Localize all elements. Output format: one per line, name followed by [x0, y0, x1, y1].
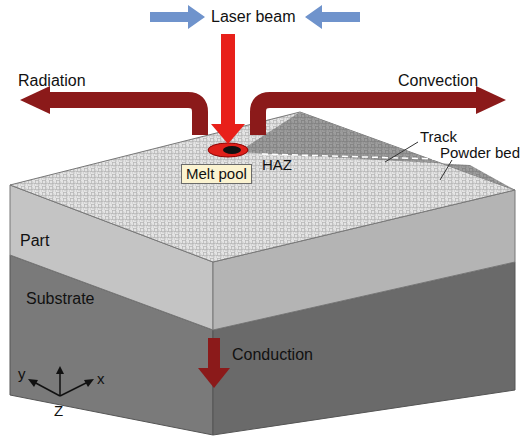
callout-label: Powder bed: [440, 144, 520, 162]
axis-label: x: [97, 370, 105, 388]
axis-x: [60, 381, 90, 396]
radiation-arrowhead: [20, 86, 50, 114]
heat-flow-label: Conduction: [232, 346, 313, 364]
leader-line: [385, 142, 418, 162]
laser-beam-shaft: [221, 34, 235, 126]
radiation-arrow: [48, 100, 200, 135]
axis-label: Z: [54, 402, 63, 420]
leader-line: [440, 160, 452, 180]
axis-head: [84, 379, 94, 387]
axis-label: y: [18, 365, 26, 383]
laser-beam-head: [211, 124, 245, 144]
axis-y: [32, 381, 60, 396]
callout-text: Melt pool: [186, 165, 247, 183]
melt-pool-core: [223, 146, 241, 154]
beam-label: Laser beam: [211, 8, 296, 26]
haz-zone: [208, 143, 248, 157]
callout-box: Melt pool: [181, 164, 252, 184]
blue-arrow: [150, 5, 205, 29]
axis-head: [56, 366, 64, 374]
convection-arrowhead: [476, 86, 506, 114]
callout-label: HAZ: [262, 156, 292, 174]
track-line: [262, 154, 470, 160]
conduction-arrow: [208, 338, 220, 370]
axis-head: [28, 379, 38, 387]
callout-label: Track: [420, 128, 457, 146]
heat-flow-label: Radiation: [18, 72, 86, 90]
layer-label: Substrate: [26, 290, 94, 308]
conduction-arrowhead: [198, 368, 230, 388]
heat-flow-label: Convection: [398, 72, 478, 90]
blue-arrow: [305, 5, 360, 29]
layer-label: Part: [20, 232, 49, 250]
